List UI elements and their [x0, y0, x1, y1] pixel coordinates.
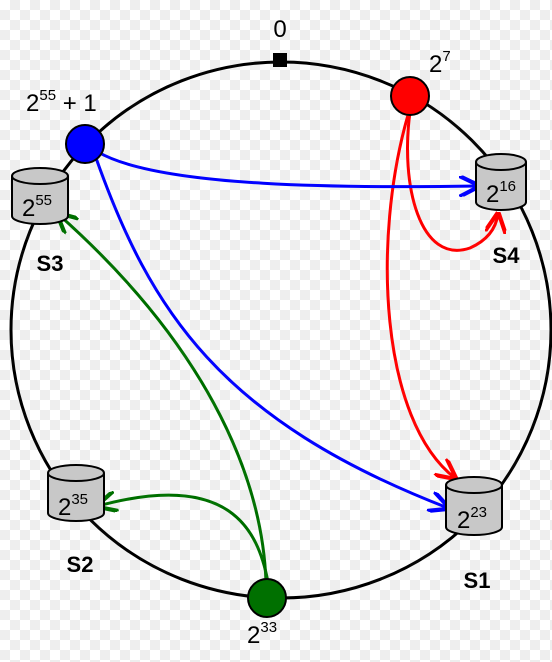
server-s2: 235 S2: [47, 464, 105, 577]
arrow-red-to-s4: [406, 111, 499, 252]
server-s1-name: S1: [464, 568, 491, 593]
node-red-dot: [390, 76, 430, 116]
node-green: 233: [247, 578, 287, 649]
arrow-green-to-s2: [98, 495, 270, 583]
server-s4: 216 S4: [475, 153, 527, 268]
cylinder-icon: [47, 473, 105, 522]
arrow-blue-to-s4: [97, 150, 478, 187]
server-s3: 255 S3: [11, 167, 69, 276]
cylinder-icon: [445, 485, 503, 536]
node-red: 27: [390, 48, 451, 116]
node-green-dot: [247, 578, 287, 618]
cylinder-icon: [475, 162, 527, 211]
server-s3-value: 255: [22, 192, 52, 222]
node-red-label: 27: [429, 48, 451, 78]
server-s2-name: S2: [67, 552, 94, 577]
node-blue-dot: [65, 124, 105, 164]
arrow-green-to-s3: [58, 214, 268, 583]
arrow-red-to-s1: [385, 114, 455, 478]
server-s1: 223 S1: [445, 476, 503, 593]
origin-label: 0: [273, 16, 286, 43]
node-green-label: 233: [247, 619, 277, 649]
red-arrows: [385, 111, 499, 478]
server-s2-value: 235: [58, 491, 88, 521]
cylinder-icon: [11, 176, 69, 225]
server-s1-value: 223: [457, 504, 487, 534]
server-s4-name: S4: [493, 243, 521, 268]
arrow-blue-to-s1: [94, 157, 448, 508]
green-arrows: [58, 214, 270, 583]
node-blue-label: 255 + 1: [26, 87, 97, 117]
server-s4-value: 216: [486, 178, 516, 208]
origin-marker: [273, 53, 287, 67]
server-s3-name: S3: [37, 251, 64, 276]
blue-arrows: [94, 150, 478, 508]
node-blue: 255 + 1: [26, 87, 105, 164]
